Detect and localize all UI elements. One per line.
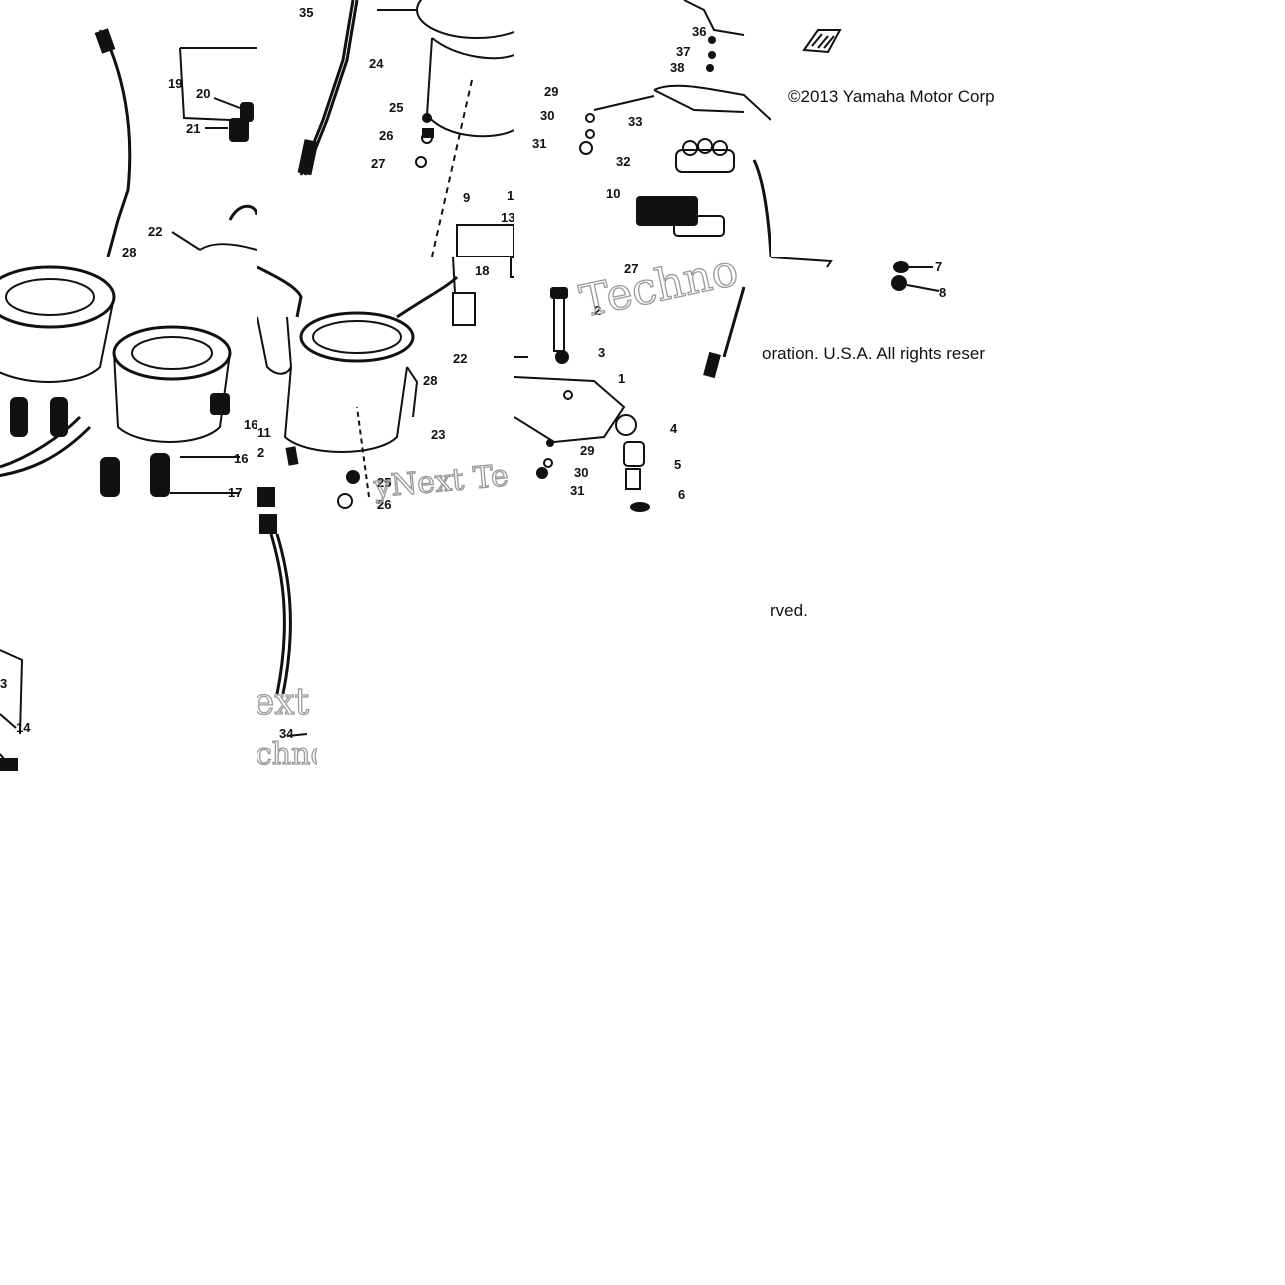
diagram-tile-mount-bolts: 27 2 3 1 4 29 30 31 5 6 Techno [514,257,771,514]
callout-27: 27 [624,261,638,276]
callout-32: 32 [616,154,630,169]
callout-21: 21 [186,121,200,136]
callout-37: 37 [676,44,690,59]
callout-35: 35 [299,5,313,20]
callout-31: 31 [570,483,584,498]
callout-10: 10 [606,186,620,201]
callout-36: 36 [692,24,706,39]
callout-22: 22 [148,224,162,239]
callout-29: 29 [544,84,558,99]
callout-16: 16 [234,451,248,466]
callout-26: 26 [379,128,393,143]
callout-7: 7 [935,259,942,274]
callout-19: 19 [168,76,182,91]
watermark-text-d: chno [257,737,317,771]
diagram-tile-tachometer-case: 18 22 28 23 11 2 25 26 yNext Te [257,257,514,514]
diagram-tile-bottom-cable: 34 ext chno [257,514,317,771]
callout-31: 31 [532,136,546,151]
callout-2: 2 [594,303,601,318]
callout-12: 12 [507,188,514,203]
callout-38: 38 [670,60,684,75]
diagram-tile-cable-left: 19 20 21 22 28 [0,0,257,257]
callout-2: 2 [257,445,264,460]
callout-3: 3 [0,676,7,691]
callout-33: 33 [628,114,642,129]
callout-25: 25 [389,100,403,115]
callout-24: 24 [369,56,384,71]
callout-28: 28 [122,245,136,257]
diagram-tile-bracket-switch: 36 37 38 29 30 31 33 32 10 [514,0,771,257]
callout-30: 30 [574,465,588,480]
copyright-line-3: rved. [770,601,808,620]
callout-11: 11 [257,425,271,440]
callout-3: 3 [598,345,605,360]
callout-13: 13 [501,210,514,225]
callout-9: 9 [463,190,470,205]
callout-23: 23 [431,427,445,442]
copyright-line-1: ©2013 Yamaha Motor Corp [788,87,995,106]
callout-14: 14 [16,720,31,735]
diagram-tile-gauges: 16 16 17 [0,257,257,514]
callout-25: 25 [377,475,391,490]
watermark-text-a: Techno [576,257,743,328]
callout-29: 29 [580,443,594,458]
callout-22: 22 [453,351,467,366]
callout-30: 30 [540,108,554,123]
diagram-tile-speedometer-case: 35 24 25 26 27 9 13 12 [257,0,514,257]
callout-6: 6 [678,487,685,502]
callout-1: 1 [618,371,625,386]
copyright-line-2: oration. U.S.A. All rights reser [762,344,985,363]
callout-16-a: 16 [244,417,257,432]
watermark-text-c: ext [257,682,310,723]
diagram-tile-bottom-left: 3 14 [0,514,257,771]
callout-4: 4 [670,421,678,436]
callout-28: 28 [423,373,437,388]
callout-34: 34 [279,726,294,741]
callout-5: 5 [674,457,681,472]
watermark-text-b: yNext Te [372,458,510,505]
callout-18: 18 [475,263,489,278]
diagram-tile-nut-washer: 7 8 [771,257,991,407]
callout-8: 8 [939,285,946,300]
callout-26: 26 [377,497,391,512]
yamaha-badge-icon [800,24,844,58]
callout-20: 20 [196,86,210,101]
callout-17: 17 [228,485,242,500]
callout-27: 27 [371,156,385,171]
